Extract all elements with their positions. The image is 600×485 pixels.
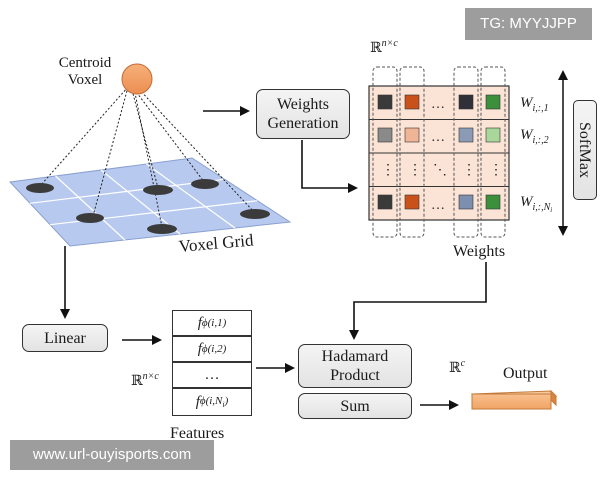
softmax-label: SoftMax [573, 100, 597, 200]
weight-cell [485, 194, 501, 210]
features-label: Features [170, 425, 225, 442]
output-label: Output [503, 365, 548, 382]
tg-watermark: TG: MYYJJPP [465, 8, 592, 40]
weight-row-label-2: Wi,:,2 [520, 127, 549, 146]
weights-space-label: ℝn×c [370, 38, 398, 56]
url-watermark: www.url-ouyisports.com [10, 440, 214, 470]
linear-box: Linear [22, 324, 108, 352]
sum-box: Sum [298, 393, 412, 419]
svg-text:…: … [431, 97, 445, 112]
matrix-ellipsis: … … … ⋮ ⋮ ⋱ ⋮ ⋮ [381, 97, 503, 213]
output-block [470, 389, 558, 410]
svg-text:⋮: ⋮ [462, 163, 476, 178]
weight-cell [458, 127, 474, 143]
weight-cell [404, 194, 420, 210]
weight-cell [485, 94, 501, 110]
weight-cell [404, 127, 420, 143]
weight-cell [485, 127, 501, 143]
weight-row-label-3: Wi,:,Ni [520, 194, 552, 214]
flow-arrows [60, 106, 487, 410]
svg-text:⋱: ⋱ [433, 163, 447, 178]
svg-text:…: … [431, 130, 445, 145]
weights-label: Weights [453, 243, 506, 260]
centroid-voxel [121, 63, 153, 95]
voxel-grid [8, 157, 292, 247]
weight-cell [458, 94, 474, 110]
voxel-points [26, 179, 270, 234]
feature-row-3: … [172, 362, 252, 388]
centroid-rays [39, 85, 256, 228]
weight-cell [404, 94, 420, 110]
svg-text:⋮: ⋮ [381, 163, 395, 178]
weight-row-label-1: Wi,:,1 [520, 95, 549, 114]
weight-cell [377, 94, 393, 110]
svg-text:⋮: ⋮ [408, 163, 422, 178]
features-space-label: ℝn×c [131, 371, 159, 389]
centroid-voxel-label: Centroid Voxel [58, 55, 112, 88]
weight-cell [377, 194, 393, 210]
weight-cell [377, 127, 393, 143]
weight-cell [458, 194, 474, 210]
svg-text:⋮: ⋮ [489, 163, 503, 178]
output-space-label: ℝc [449, 358, 466, 376]
svg-text:…: … [431, 198, 445, 213]
weight-cells [377, 94, 501, 210]
weights-matrix [368, 66, 510, 238]
